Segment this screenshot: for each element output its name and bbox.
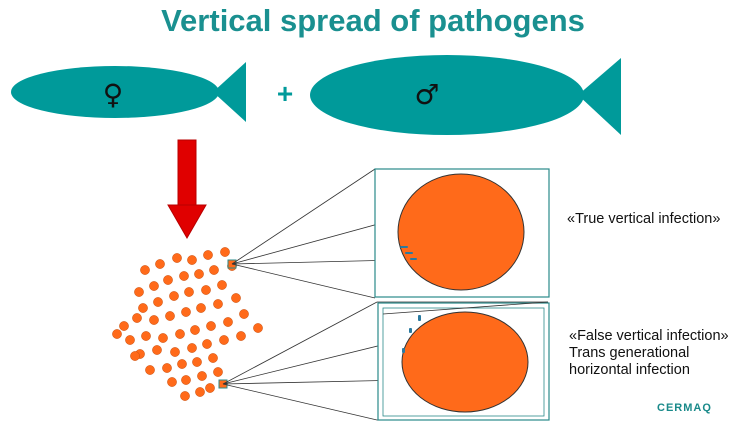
label-false-vertical-infection: «False vertical infection» Trans generat…: [569, 328, 729, 379]
egg-47: [162, 363, 172, 373]
female-symbol-icon: ♀: [103, 78, 124, 111]
egg-27: [239, 309, 249, 319]
egg-37: [236, 331, 246, 341]
egg-17: [153, 297, 163, 307]
label-true-vertical-infection: «True vertical infection»: [567, 211, 721, 227]
egg-25: [132, 313, 142, 323]
egg-30: [190, 325, 200, 335]
egg-50: [213, 367, 223, 377]
down-arrow-icon: [167, 139, 207, 240]
male-fish-tail: [578, 58, 621, 135]
egg-7: [209, 265, 219, 275]
egg-18: [138, 303, 148, 313]
inset-false-vertical: [377, 301, 550, 421]
pathogen-marks-inside: [400, 246, 417, 260]
male-fish: ♂: [310, 55, 621, 135]
projection-lines: [222, 168, 548, 421]
slide-title: Vertical spread of pathogens: [161, 3, 585, 38]
egg-21: [196, 303, 206, 313]
egg-26: [119, 321, 129, 331]
egg-53: [167, 377, 177, 387]
egg-19: [231, 293, 241, 303]
egg-cluster: [112, 247, 263, 401]
egg-39: [202, 339, 212, 349]
egg-large-bottom: [401, 311, 529, 413]
egg-14: [201, 285, 211, 295]
female-fish: ♀: [11, 62, 246, 122]
egg-34: [125, 335, 135, 345]
cermaq-logo: CERMAQ: [657, 402, 712, 414]
label-false-line-2: Trans generational: [569, 345, 690, 361]
female-fish-tail: [213, 62, 246, 122]
egg-31: [175, 329, 185, 339]
egg-52: [181, 375, 191, 385]
egg-51: [197, 371, 207, 381]
egg-45: [192, 357, 202, 367]
label-false-line-3: horizontal infection: [569, 362, 690, 378]
egg-46: [177, 359, 187, 369]
male-symbol-icon: ♂: [414, 78, 439, 111]
female-fish-body: [11, 66, 219, 118]
egg-0: [220, 247, 230, 257]
egg-42: [152, 345, 162, 355]
egg-1: [203, 250, 213, 260]
egg-4: [155, 259, 165, 269]
egg-23: [165, 311, 175, 321]
egg-54: [195, 387, 205, 397]
egg-28: [223, 317, 233, 327]
label-false-line-1: «False vertical infection»: [569, 328, 729, 344]
egg-24: [149, 315, 159, 325]
egg-29: [206, 321, 216, 331]
egg-33: [141, 331, 151, 341]
egg-40: [187, 343, 197, 353]
egg-8: [194, 269, 204, 279]
egg-15: [184, 287, 194, 297]
egg-20: [213, 299, 223, 309]
egg-49: [130, 351, 140, 361]
egg-55: [180, 391, 190, 401]
egg-48: [145, 365, 155, 375]
plus-sign: +: [277, 78, 293, 109]
egg-3: [172, 253, 182, 263]
egg-10: [163, 275, 173, 285]
egg-22: [181, 307, 191, 317]
egg-12: [134, 287, 144, 297]
egg-11: [149, 281, 159, 291]
egg-2: [187, 255, 197, 265]
inset-true-vertical: [374, 168, 550, 298]
egg-44: [208, 353, 218, 363]
male-fish-body: [310, 55, 584, 135]
egg-36: [253, 323, 263, 333]
egg-13: [217, 280, 227, 290]
egg-16: [169, 291, 179, 301]
egg-32: [158, 333, 168, 343]
egg-large-top: [397, 173, 525, 291]
egg-38: [219, 335, 229, 345]
pathogen-marks-outside: [402, 315, 421, 353]
egg-9: [179, 271, 189, 281]
egg-41: [170, 347, 180, 357]
egg-56: [205, 383, 215, 393]
egg-5: [140, 265, 150, 275]
egg-35: [112, 329, 122, 339]
